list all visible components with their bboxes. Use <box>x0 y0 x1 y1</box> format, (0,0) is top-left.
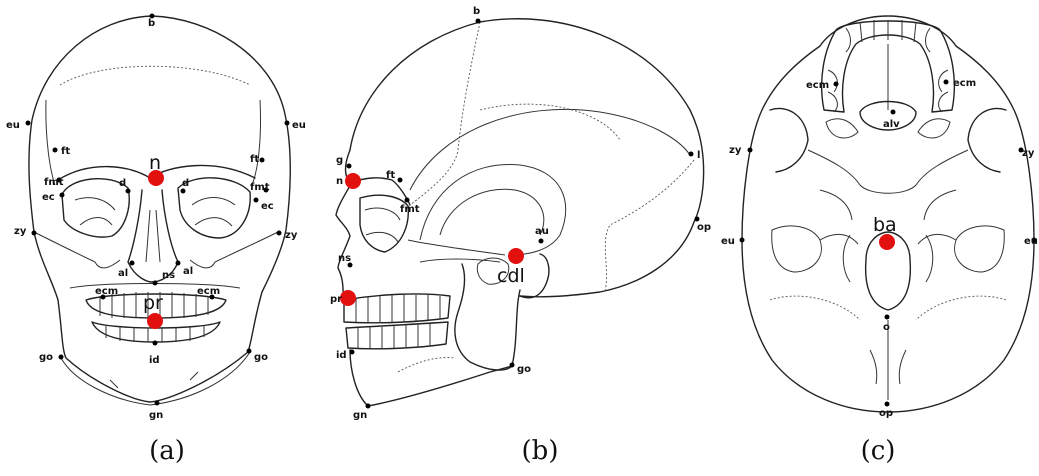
key-landmark-a-pr-point <box>147 313 163 329</box>
key-landmark-c-ba-point <box>879 234 895 250</box>
landmark-c-alv-label: alv <box>883 119 900 130</box>
landmark-a-id-point <box>153 341 158 346</box>
landmark-b-id-label: id <box>336 350 347 361</box>
landmark-a-ft-left-point <box>53 148 58 153</box>
landmark-a-al-left-point <box>130 261 135 266</box>
landmark-c-eu-left-label: eu <box>721 236 735 247</box>
panel-a-key-landmarks: n pr <box>143 152 164 329</box>
landmark-a-eu-left-point <box>26 121 31 126</box>
key-landmark-a-pr-label: pr <box>143 292 163 314</box>
landmark-a-id-label: id <box>149 355 160 366</box>
key-landmark-c-ba-label: ba <box>873 214 897 236</box>
landmark-a-gn-label: gn <box>149 410 163 421</box>
landmark-c-zy-left-label: zy <box>729 145 742 156</box>
landmark-a-ecm-right-label: ecm <box>197 286 220 297</box>
landmark-a-ec-right-label: ec <box>261 201 274 212</box>
landmark-a-ft-right-label: ft <box>250 154 259 165</box>
landmark-a-go-left-point <box>59 355 64 360</box>
landmark-b-fmt-point <box>405 198 410 203</box>
key-landmark-b-pr-point <box>340 290 356 306</box>
landmark-b-id-point <box>350 350 355 355</box>
landmark-a-d-left-point <box>126 189 131 194</box>
landmark-a-ec-right-point <box>254 198 259 203</box>
key-landmark-a-n-point <box>148 170 164 186</box>
landmark-c-eu-left-point <box>740 238 745 243</box>
landmark-c-alv-point <box>891 110 896 115</box>
landmark-b-au-point <box>539 239 544 244</box>
key-landmark-b-n-label: n <box>336 176 343 187</box>
landmark-a-ft-left-label: ft <box>61 146 70 157</box>
landmark-a-b-label: b <box>148 18 155 29</box>
landmark-b-ft-point <box>398 178 403 183</box>
landmark-b-b-label: b <box>473 6 480 17</box>
landmark-c-ecm-right-label: ecm <box>953 78 976 89</box>
landmark-c-o-label: o <box>883 322 890 333</box>
landmark-b-b-point <box>476 19 481 24</box>
landmark-a-al-right-label: al <box>183 266 193 277</box>
landmark-a-d-left-label: d <box>119 178 126 189</box>
key-landmark-b-cdl-label: cdl <box>497 265 525 287</box>
landmark-a-ns-label: ns <box>162 270 175 281</box>
landmark-a-ns-point <box>153 281 158 286</box>
caption-panel-c: (c) <box>838 436 918 466</box>
landmark-a-eu-right-point <box>285 121 290 126</box>
landmark-c-op-point <box>885 402 890 407</box>
landmark-c-ecm-right-point <box>944 80 949 85</box>
landmark-c-eu-right-label: eu <box>1024 236 1038 247</box>
caption-panel-b: (b) <box>500 436 580 466</box>
landmark-a-go-right-label: go <box>254 352 268 363</box>
landmark-b-l-point <box>689 152 694 157</box>
landmark-a-zy-left-label: zy <box>14 226 27 237</box>
landmark-b-g-label: g <box>336 155 343 166</box>
landmark-a-go-left-label: go <box>39 352 53 363</box>
landmark-a-zy-right-point <box>277 231 282 236</box>
panel-b-key-landmarks: n pr cdl <box>330 173 525 306</box>
panel-b-drawing <box>336 19 704 406</box>
landmark-b-op-point <box>695 217 700 222</box>
landmark-b-gn-point <box>366 404 371 409</box>
caption-panel-a: (a) <box>127 436 207 466</box>
landmark-b-go-point <box>510 363 515 368</box>
landmark-b-g-point <box>347 164 352 169</box>
panel-b-landmarks: b g ft fmt l op au ns id go gn <box>336 6 711 421</box>
landmark-a-zy-left-point <box>32 231 37 236</box>
panel-c-key-landmarks: ba <box>873 214 897 250</box>
landmark-b-go-label: go <box>517 364 531 375</box>
key-landmark-b-cdl-point <box>508 248 524 264</box>
landmark-a-go-right-point <box>247 349 252 354</box>
landmark-c-op-label: op <box>879 408 893 419</box>
landmark-a-fmt-left-label: fmt <box>44 177 64 188</box>
landmark-a-fmt-right-label: fmt <box>250 182 270 193</box>
key-landmark-b-pr-label: pr <box>330 294 342 305</box>
landmark-c-zy-left-point <box>748 148 753 153</box>
landmark-a-gn-point <box>155 401 160 406</box>
landmark-c-o-point <box>885 315 890 320</box>
landmark-a-ecm-left-label: ecm <box>95 286 118 297</box>
landmark-a-d-right-label: d <box>182 178 189 189</box>
landmark-a-eu-left-label: eu <box>6 120 20 131</box>
landmark-b-ns-label: ns <box>338 253 351 264</box>
landmark-a-al-right-point <box>176 261 181 266</box>
landmark-a-zy-right-label: zy <box>285 230 298 241</box>
landmark-a-eu-right-label: eu <box>292 120 306 131</box>
landmark-b-ft-label: ft <box>386 170 395 181</box>
landmark-a-d-right-point <box>181 189 186 194</box>
landmark-b-fmt-label: fmt <box>400 204 420 215</box>
landmark-c-zy-right-label: zy <box>1022 148 1035 159</box>
landmark-a-ft-right-point <box>260 158 265 163</box>
landmark-a-ec-left-point <box>60 193 65 198</box>
panel-a-drawing <box>29 16 290 405</box>
landmark-a-ec-left-label: ec <box>42 192 55 203</box>
landmark-c-ecm-left-label: ecm <box>806 80 829 91</box>
landmark-c-ecm-left-point <box>834 82 839 87</box>
landmark-b-l-label: l <box>697 150 700 161</box>
landmark-b-gn-label: gn <box>353 410 367 421</box>
landmark-b-op-label: op <box>697 222 711 233</box>
key-landmark-b-n-point <box>345 173 361 189</box>
landmark-b-au-label: au <box>535 226 549 237</box>
landmark-a-al-left-label: al <box>118 268 128 279</box>
